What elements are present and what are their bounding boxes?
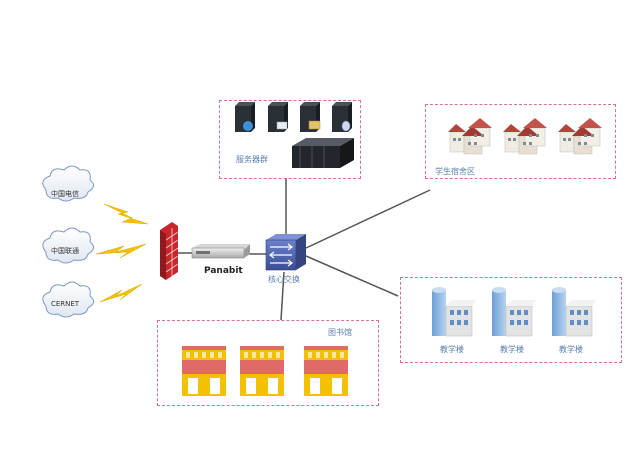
teaching-building-icon-1 <box>432 287 476 337</box>
library-label: 图书馆 <box>328 328 352 337</box>
server-icon-1 <box>235 102 255 132</box>
core-switch-label: 核心交换 <box>268 275 300 284</box>
library-building-icon-1 <box>182 346 226 396</box>
server-group-label: 服务器群 <box>236 155 268 164</box>
teaching-buildings-region <box>400 277 622 363</box>
dorm-building-icon-1 <box>448 118 492 155</box>
link-switch-dorm <box>305 189 431 249</box>
server-icon-4 <box>332 102 352 132</box>
teaching-building-label-3: 教学楼 <box>559 345 583 354</box>
lightning-icon-3 <box>99 283 143 303</box>
student-dorm-region <box>425 104 616 179</box>
teaching-building-icon-3 <box>552 287 596 337</box>
link-switch-teaching <box>305 255 399 297</box>
dorm-building-icon-3 <box>558 118 602 155</box>
teaching-building-label-2: 教学楼 <box>500 345 524 354</box>
link-switch-library <box>280 271 285 321</box>
cloud-icon-unicom <box>42 227 94 264</box>
server-rack-icon <box>292 138 354 168</box>
cloud-icon-telecom <box>42 165 94 202</box>
lightning-icon-1 <box>103 203 149 225</box>
student-dorm-label: 学生宿舍区 <box>435 167 475 176</box>
teaching-building-icon-2 <box>492 287 536 337</box>
cloud-icon-cernet <box>42 281 94 318</box>
server-icon-3 <box>300 102 321 132</box>
isp-label-unicom: 中国联通 <box>51 247 79 255</box>
isp-label-cernet: CERNET <box>50 300 80 308</box>
server-group-region <box>219 100 361 179</box>
library-building-icon-2 <box>240 346 284 396</box>
dorm-building-icon-2 <box>503 118 547 155</box>
firewall-icon <box>160 222 179 280</box>
library-region <box>157 320 379 406</box>
isp-label-telecom: 中国电信 <box>51 190 79 198</box>
lightning-icon-2 <box>95 243 147 259</box>
teaching-building-label-1: 教学楼 <box>440 345 464 354</box>
core-switch-icon <box>265 234 306 271</box>
panabit-label: Panabit <box>204 266 243 276</box>
server-icon-2 <box>268 102 288 132</box>
links <box>178 178 431 321</box>
panabit-appliance-icon <box>191 244 250 259</box>
library-building-icon-3 <box>304 346 348 396</box>
